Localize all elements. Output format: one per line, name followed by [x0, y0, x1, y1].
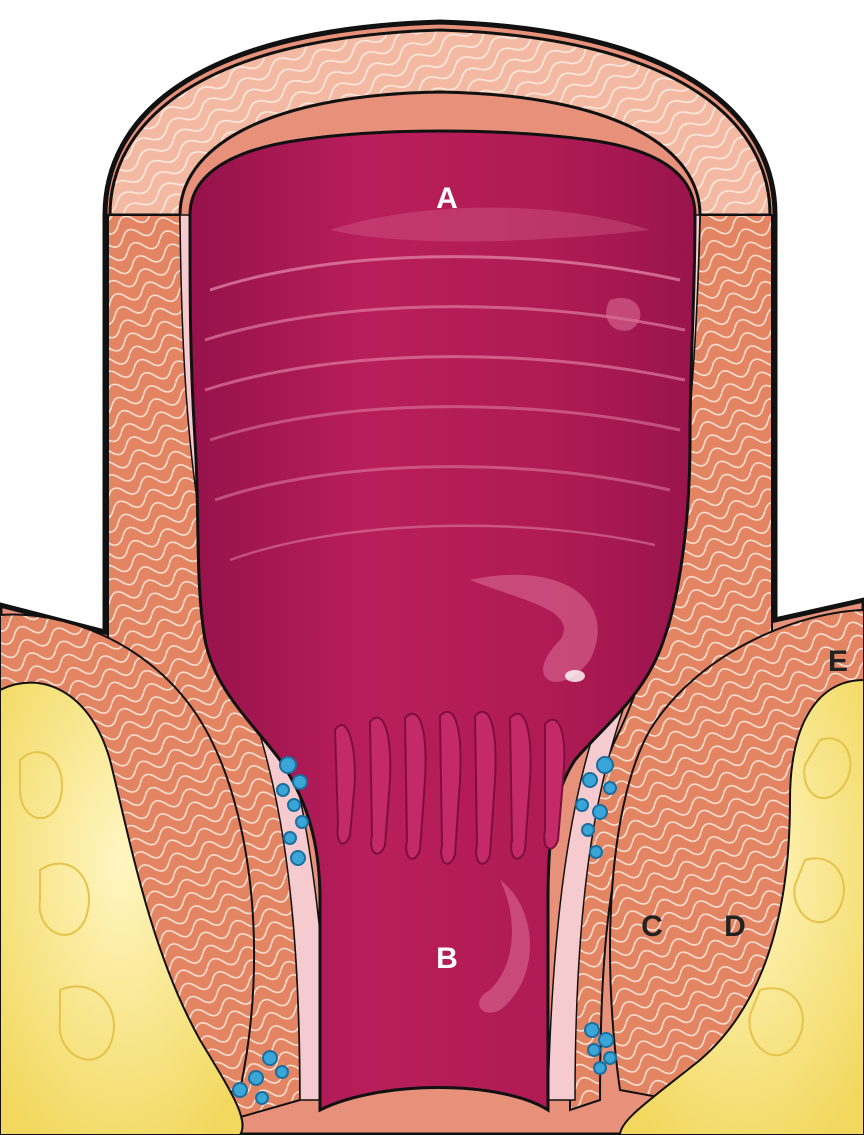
- label-d: D: [724, 910, 746, 943]
- label-c: C: [641, 910, 663, 943]
- label-b: B: [436, 942, 458, 975]
- label-a: A: [436, 182, 458, 215]
- label-e: E: [828, 645, 848, 678]
